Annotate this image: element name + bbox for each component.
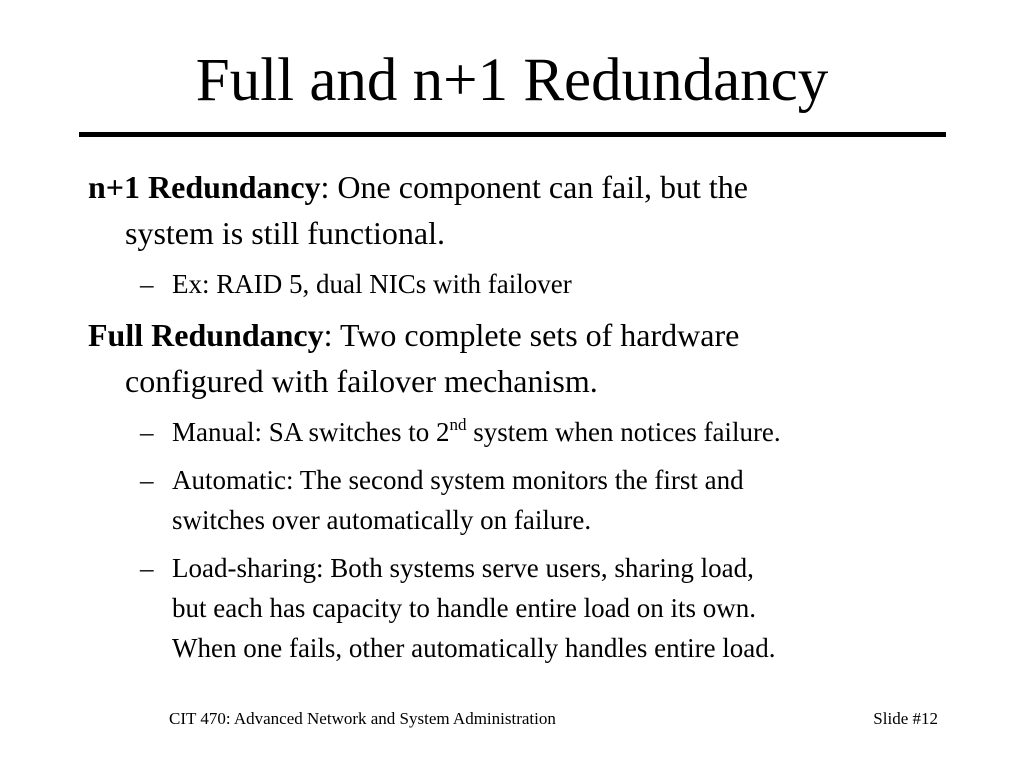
sub-bullet-text: Manual: SA switches to 2 bbox=[172, 417, 450, 447]
dash-bullet: – bbox=[140, 417, 154, 447]
sub-bullet-example: –Ex: RAID 5, dual NICs with failover bbox=[88, 264, 968, 304]
dash-bullet: – bbox=[140, 553, 154, 583]
bullet-text: : One component can fail, but the bbox=[320, 169, 748, 205]
bullet-text: : Two complete sets of hardware bbox=[323, 317, 740, 353]
slide-title: Full and n+1 Redundancy bbox=[195, 47, 829, 114]
slide-body: n+1 Redundancy: One component can fail, … bbox=[88, 164, 968, 676]
bullet-text-continued: system is still functional. bbox=[125, 215, 445, 251]
bullet-term: Full Redundancy bbox=[88, 317, 324, 353]
sub-bullet-text-continued: switches over automatically on failure. bbox=[172, 505, 592, 535]
sub-bullet-text-after: system when notices failure. bbox=[466, 417, 781, 447]
bullet-n1-redundancy: n+1 Redundancy: One component can fail, … bbox=[88, 164, 968, 256]
sub-bullet-text-continued: but each has capacity to handle entire l… bbox=[172, 593, 757, 623]
sub-bullet-automatic: –Automatic: The second system monitors t… bbox=[88, 460, 968, 540]
footer-slide-number: Slide #12 bbox=[873, 709, 938, 728]
dash-bullet: – bbox=[140, 465, 154, 495]
title-divider bbox=[79, 132, 946, 137]
sub-bullet-text: Load-sharing: Both systems serve users, … bbox=[172, 553, 754, 583]
sub-bullet-text: Automatic: The second system monitors th… bbox=[172, 465, 744, 495]
sub-bullet-text-continued: When one fails, other automatically hand… bbox=[172, 633, 776, 663]
sub-bullet-manual: –Manual: SA switches to 2nd system when … bbox=[88, 412, 968, 452]
bullet-term: n+1 Redundancy bbox=[88, 169, 321, 205]
footer-course-title: CIT 470: Advanced Network and System Adm… bbox=[169, 709, 556, 728]
bullet-full-redundancy: Full Redundancy: Two complete sets of ha… bbox=[88, 312, 968, 404]
ordinal-superscript: nd bbox=[449, 415, 467, 434]
sub-bullet-text: Ex: RAID 5, dual NICs with failover bbox=[172, 269, 572, 299]
sub-bullet-load-sharing: –Load-sharing: Both systems serve users,… bbox=[88, 548, 968, 668]
bullet-text-continued: configured with failover mechanism. bbox=[125, 363, 598, 399]
dash-bullet: – bbox=[140, 269, 154, 299]
